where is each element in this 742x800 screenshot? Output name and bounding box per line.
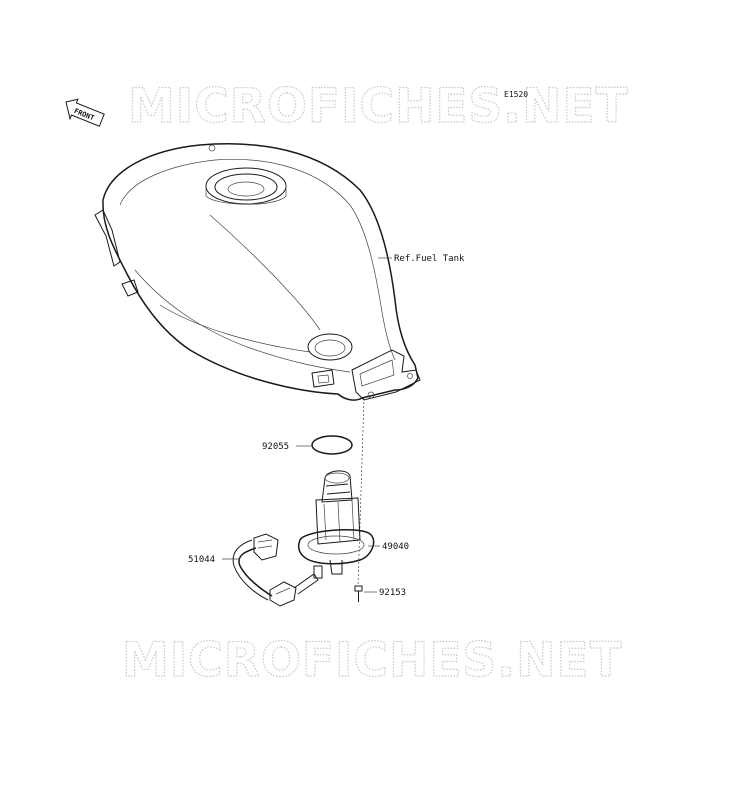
watermark-top: MICROFICHES.NET [128, 79, 629, 134]
bolt-drawing [354, 585, 363, 602]
fuel-hose-drawing [232, 533, 319, 607]
watermark-bottom: MICROFICHES.NET [122, 633, 623, 688]
fuel-pump-drawing [298, 470, 375, 579]
part-92055-label: 92055 [262, 442, 289, 452]
diagram-code: E1520 [504, 90, 528, 99]
part-51044-label: 51044 [188, 555, 215, 565]
part-49040-label: 49040 [382, 542, 409, 552]
front-arrow-icon: FRONT [65, 98, 105, 127]
part-92153-label: 92153 [379, 588, 406, 598]
fuel-tank-drawing [94, 143, 421, 401]
gasket-ring [311, 435, 353, 455]
ref-fuel-tank-label: Ref.Fuel Tank [394, 254, 465, 264]
